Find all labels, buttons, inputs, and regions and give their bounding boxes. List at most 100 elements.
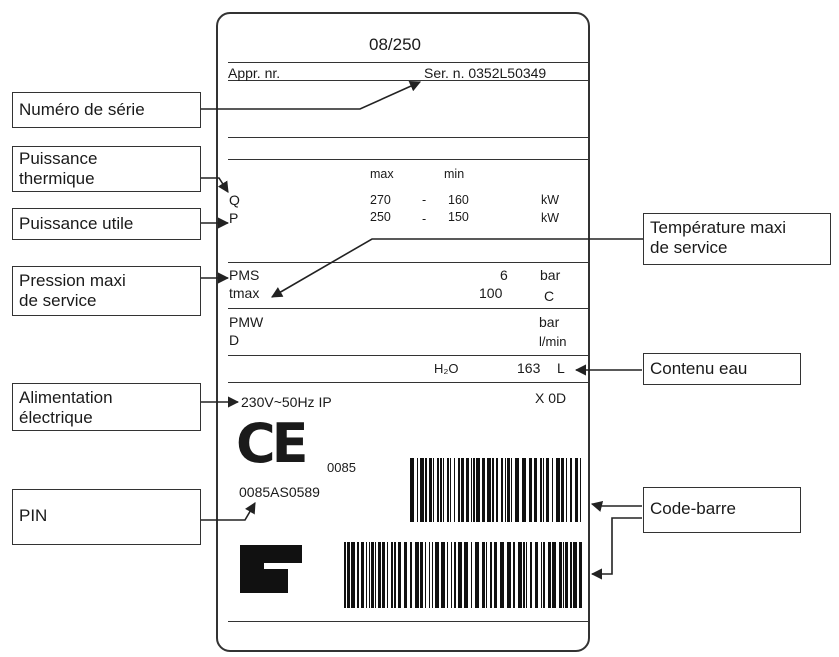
pin-code: 0085AS0589 [239, 484, 320, 500]
barcode-bar [443, 458, 444, 522]
d-label: D [229, 332, 240, 348]
barcode-bar [433, 458, 434, 522]
appr-label: Appr. nr. [228, 65, 281, 81]
barcode-bar [425, 458, 427, 522]
barcode-bar [511, 458, 512, 522]
water-volume-unit: L [557, 360, 565, 376]
power-supply-value: 230V~50Hz IP [241, 394, 332, 410]
barcode-bar [543, 542, 545, 608]
plate-divider [228, 137, 590, 138]
barcode-bar [529, 458, 532, 522]
barcode-bar [366, 542, 367, 608]
barcode-bar [556, 458, 560, 522]
barcode-bar [559, 542, 562, 608]
callout-water-content: Contenu eau [643, 353, 801, 385]
barcode-bar [451, 542, 452, 608]
plate-divider [228, 308, 590, 309]
plate-divider [228, 62, 590, 63]
callout-useful-power: Puissance utile [12, 208, 201, 240]
barcode-bar [540, 458, 542, 522]
barcode-bar [471, 542, 472, 608]
barcode-bar [563, 542, 564, 608]
barcode-bar [473, 458, 475, 522]
q-max-value: 270 [370, 193, 391, 207]
barcode-bar [548, 542, 551, 608]
barcode-bar [454, 458, 455, 522]
barcode-bar [570, 458, 572, 522]
barcode-bar [458, 458, 460, 522]
model-number: 08/250 [369, 35, 421, 54]
barcode-bar [375, 542, 376, 608]
barcode-bottom-leader-line [590, 517, 642, 580]
barcode-bar [507, 458, 510, 522]
barcode-bar [492, 458, 494, 522]
p-min-value: 150 [448, 210, 469, 224]
column-max-header: max [370, 167, 394, 181]
plate-divider [228, 355, 590, 356]
barcode-bar [466, 458, 469, 522]
barcode-bar [501, 458, 503, 522]
pmw-label: PMW [229, 314, 264, 330]
pms-label: PMS [229, 267, 260, 283]
barcode-top-leader-line [590, 501, 642, 512]
barcode-bar [476, 458, 480, 522]
barcode-bar [482, 458, 485, 522]
column-min-header: min [444, 167, 465, 181]
callout-max-temperature: Température maxi de service [643, 213, 831, 265]
barcode-bar [552, 458, 553, 522]
barcode-icon [344, 542, 582, 608]
barcode-bar [570, 542, 572, 608]
barcode-bar [447, 542, 448, 608]
barcode-bar [580, 458, 581, 522]
barcode-bar [543, 458, 544, 522]
p-label: P [229, 210, 239, 226]
barcode-bar [464, 542, 468, 608]
barcode-bar [487, 458, 491, 522]
tmax-unit: C [544, 288, 555, 304]
barcode-bar [404, 542, 407, 608]
tmax-value: 100 [479, 285, 503, 301]
serial-leader-line [201, 81, 422, 110]
barcode-bar [435, 542, 439, 608]
barcode-icon [410, 458, 581, 522]
barcode-bar [429, 542, 430, 608]
barcode-bar [371, 542, 374, 608]
barcode-bar [518, 542, 522, 608]
pmw-unit: bar [539, 314, 560, 330]
barcode-bar [461, 458, 464, 522]
barcode-bar [378, 542, 381, 608]
q-min-value: 160 [448, 193, 469, 207]
barcode-bar [486, 542, 487, 608]
barcode-bar [425, 542, 426, 608]
callout-thermal-power: Puissance thermique [12, 146, 201, 192]
barcode-bar [471, 458, 472, 522]
barcode-bar [552, 542, 556, 608]
barcode-bar [535, 542, 538, 608]
barcode-bar [351, 542, 355, 608]
barcode-bar [561, 458, 564, 522]
barcode-bar [440, 458, 442, 522]
pin-leader-line [200, 502, 256, 521]
barcode-bar [429, 458, 432, 522]
barcode-bar [361, 542, 364, 608]
barcode-bar [541, 542, 542, 608]
p-unit: kW [541, 211, 560, 225]
plate-divider [228, 621, 590, 622]
callout-power-supply: Alimentation électrique [12, 383, 201, 431]
barcode-bar [534, 458, 537, 522]
barcode-bar [526, 542, 527, 608]
barcode-bar [505, 458, 506, 522]
thermal-power-leader-line [200, 177, 229, 193]
barcode-bar [357, 542, 359, 608]
barcode-bar [450, 458, 451, 522]
q-unit: kW [541, 193, 560, 207]
notified-body-number: 0085 [327, 460, 356, 475]
barcode-bar [447, 458, 449, 522]
serial-number: Ser. n. 0352L50349 [424, 65, 547, 81]
callout-serial-number: Numéro de série [12, 92, 201, 128]
barcode-bar [394, 542, 396, 608]
tmax-label: tmax [229, 285, 260, 301]
callout-pin: PIN [12, 489, 201, 545]
barcode-bar [437, 458, 439, 522]
barcode-bar [515, 458, 519, 522]
